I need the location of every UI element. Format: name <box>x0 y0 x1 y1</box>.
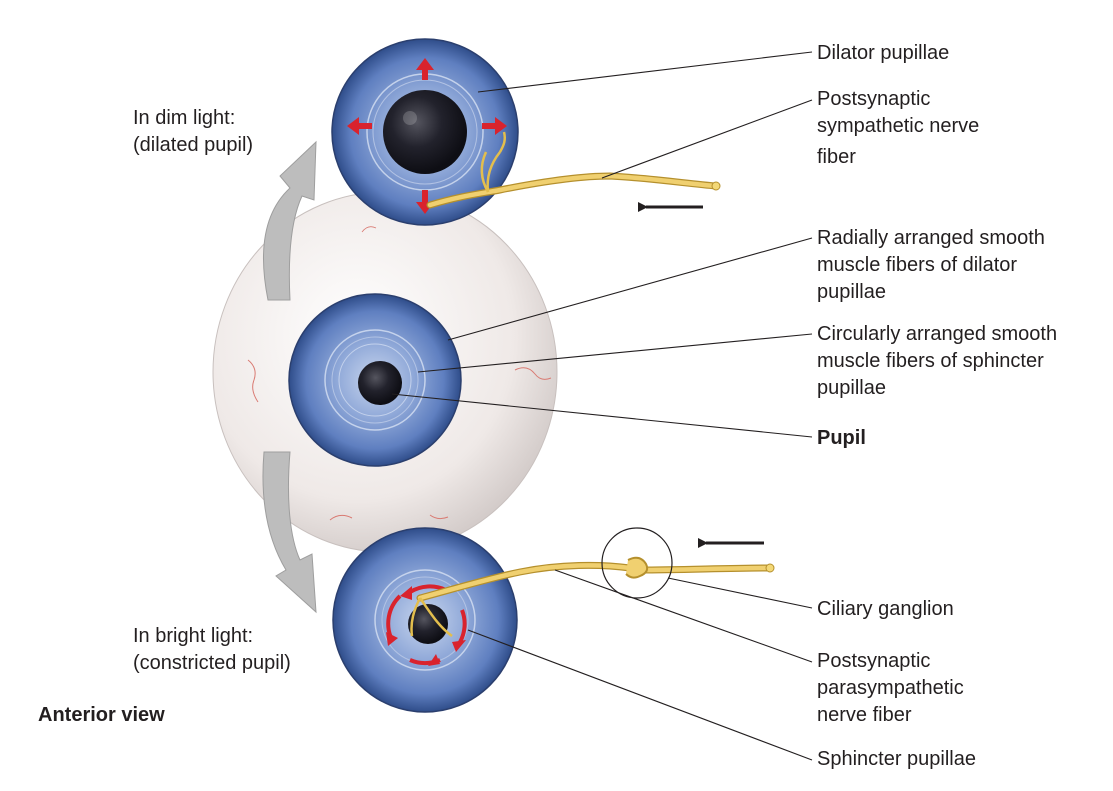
callout-sphincter-pupillae: Sphincter pupillae <box>817 746 976 773</box>
callout-parasympathetic-fiber: Postsynaptic parasympathetic nerve fiber <box>817 648 964 729</box>
normal-pupil <box>358 361 402 405</box>
leader-ciliary-ganglion <box>668 578 812 608</box>
callout-pupil: Pupil <box>817 425 866 452</box>
view-label: Anterior view <box>38 702 165 729</box>
leader-sympathetic-fiber <box>602 100 812 178</box>
dilated-pupil <box>383 90 467 174</box>
callout-radial-fibers: Radially arranged smooth muscle fibers o… <box>817 225 1045 306</box>
bright-light-label: In bright light: (constricted pupil) <box>133 623 291 677</box>
callout-ciliary-ganglion: Ciliary ganglion <box>817 596 954 623</box>
leader-sphincter-pupillae <box>468 630 812 760</box>
callout-sympathetic-fiber: Postsynaptic sympathetic nerve fiber <box>817 86 979 171</box>
callout-dilator-pupillae: Dilator pupillae <box>817 40 949 67</box>
callout-circular-fibers: Circularly arranged smooth muscle fibers… <box>817 321 1057 402</box>
leader-dilator-pupillae <box>478 52 812 92</box>
dim-light-label: In dim light: (dilated pupil) <box>133 105 253 159</box>
leader-parasympathetic-fiber <box>555 570 812 662</box>
normal-eye <box>289 294 461 466</box>
constricted-eye <box>333 528 517 712</box>
